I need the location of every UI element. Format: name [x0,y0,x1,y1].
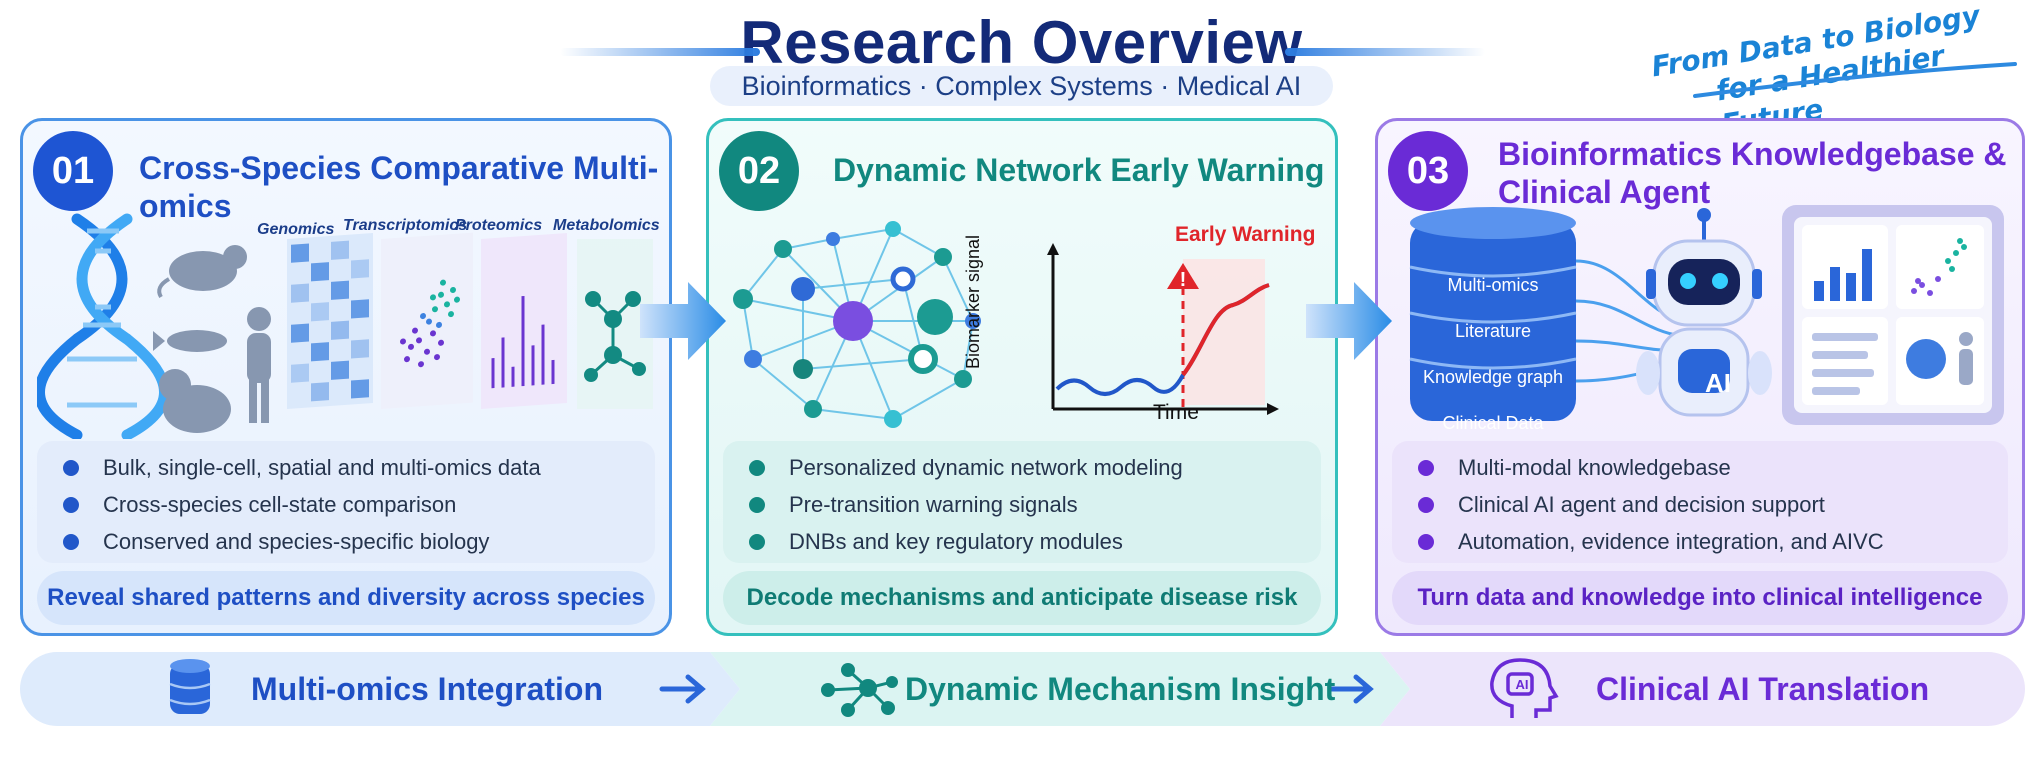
list-item: Bulk, single-cell, spatial and multi-omi… [37,449,655,486]
proteomics-spectrum [481,232,567,409]
list-item-text: Conserved and species-specific biology [103,528,490,554]
network-icon [821,663,898,717]
db-layer: Knowledge graph [1422,367,1564,387]
list-item: Conserved and species-specific biology [37,523,655,560]
page-subtitle: Bioinformatics · Complex Systems · Medic… [710,66,1333,106]
panel-number: 02 [719,131,799,211]
bullet-dot [63,459,79,476]
robot-ai-label: AI [1705,368,1731,398]
bullet-dot [1418,533,1434,550]
dynamic-network-icon [733,221,981,428]
pipeline-stage-label: Multi-omics Integration [251,671,603,707]
db-layer: Literature [1454,321,1532,341]
bullet-dot [749,459,765,476]
list-item-text: Personalized dynamic network modeling [789,454,1183,480]
list-item: Personalized dynamic network modeling [723,449,1321,486]
panel-title-line-1: Bioinformatics Knowledgebase & [1498,136,2007,172]
list-item-text: Multi-modal knowledgebase [1458,454,1731,480]
database-icon [169,659,211,714]
chart-y-axis-label: Biomarker signal [963,234,983,369]
list-item-text: Bulk, single-cell, spatial and multi-omi… [103,454,541,480]
list-item-text: DNBs and key regulatory modules [789,528,1123,554]
bullet-list: Bulk, single-cell, spatial and multi-omi… [37,441,655,563]
pipeline-band [20,652,2025,726]
database-stack-icon [1409,207,1577,421]
network-and-signal-illustration: ! [733,221,1279,428]
list-item: Cross-species cell-state comparison [37,486,655,523]
list-item: Pre-transition warning signals [723,486,1321,523]
label-metabolomics: Metabolomics [553,217,660,234]
list-item-text: Pre-transition warning signals [789,491,1078,517]
list-item: Multi-modal knowledgebase [1392,449,2008,486]
bullet-dot [63,496,79,513]
bullet-dot [63,533,79,550]
metabolomics-molecule-icon [577,239,653,409]
bullet-dot [1418,496,1434,513]
pipeline-arrow-icon [659,674,1374,704]
list-item: DNBs and key regulatory modules [723,523,1321,560]
tagline-swoosh [1693,62,2017,98]
bullet-dot [1418,459,1434,476]
database-layers: Multi-omics Literature Knowledge graph C… [1410,271,1576,471]
transcriptomics-scatter [381,232,473,409]
panel-footer: Decode mechanisms and anticipate disease… [723,571,1321,625]
pipeline-stage-label: Clinical AI Translation [1596,671,1930,707]
bullet-dot [749,533,765,550]
panel-footer: Turn data and knowledge into clinical in… [1392,571,2008,625]
flow-arrow-icon [1306,282,1392,360]
panel-title: Dynamic Network Early Warning [833,152,1325,188]
species-silhouettes-icon [153,245,271,433]
list-item-text: Automation, evidence integration, and AI… [1458,528,1884,554]
list-item-text: Cross-species cell-state comparison [103,491,457,517]
ai-head-icon-text: AI [1515,677,1529,692]
knowledgebase-illustration [1409,205,2004,425]
list-item: Clinical AI agent and decision support [1392,486,2008,523]
panel-number: 03 [1388,131,1468,211]
label-transcriptomics: Transcriptomics [343,217,468,234]
svg-text:!: ! [1180,269,1187,291]
ai-robot-icon [1636,208,1772,417]
panel-cross-species: 01 Cross-Species Comparative Multi-omics [20,118,672,636]
label-genomics: Genomics [257,221,335,238]
early-warning-label: Early Warning [1175,223,1316,246]
panel-title: Cross-Species Comparative Multi-omics [139,150,659,224]
ai-head-icon [1490,658,1559,718]
early-warning-chart: ! [1047,243,1279,415]
label-proteomics: Proteomics [455,217,543,234]
genomics-heatmap [287,232,373,409]
panel-number: 01 [33,131,113,211]
panel-footer: Reveal shared patterns and diversity acr… [37,571,655,625]
dna-icon [37,213,170,439]
title-accent-left [560,48,760,56]
multiomics-illustration [37,213,653,439]
title-accent-right [1285,48,1485,56]
bullet-dot [749,496,765,513]
pipeline-stage-label: Dynamic Mechanism Insight [905,671,1336,707]
list-item: Automation, evidence integration, and AI… [1392,523,2008,560]
chart-x-axis-label: Time [1153,401,1199,424]
flow-arrow-icon [640,282,726,360]
panel-network-warning: 02 Dynamic Network Early Warning [706,118,1338,636]
dashboard-monitor-icon [1782,205,2004,425]
list-item-text: Clinical AI agent and decision support [1458,491,1825,517]
db-layer: Clinical Data [1442,413,1544,433]
panel-knowledgebase-agent: 03 Bioinformatics Knowledgebase & Clinic… [1375,118,2025,636]
bullet-list: Personalized dynamic network modeling Pr… [723,441,1321,563]
panel-title-line-2: Clinical Agent [1498,174,1711,210]
panel-title: Bioinformatics Knowledgebase & Clinical … [1498,135,2007,211]
bullet-list: Multi-modal knowledgebase Clinical AI ag… [1392,441,2008,563]
db-layer: Multi-omics [1447,275,1539,295]
page-title: Research Overview [740,9,1303,76]
